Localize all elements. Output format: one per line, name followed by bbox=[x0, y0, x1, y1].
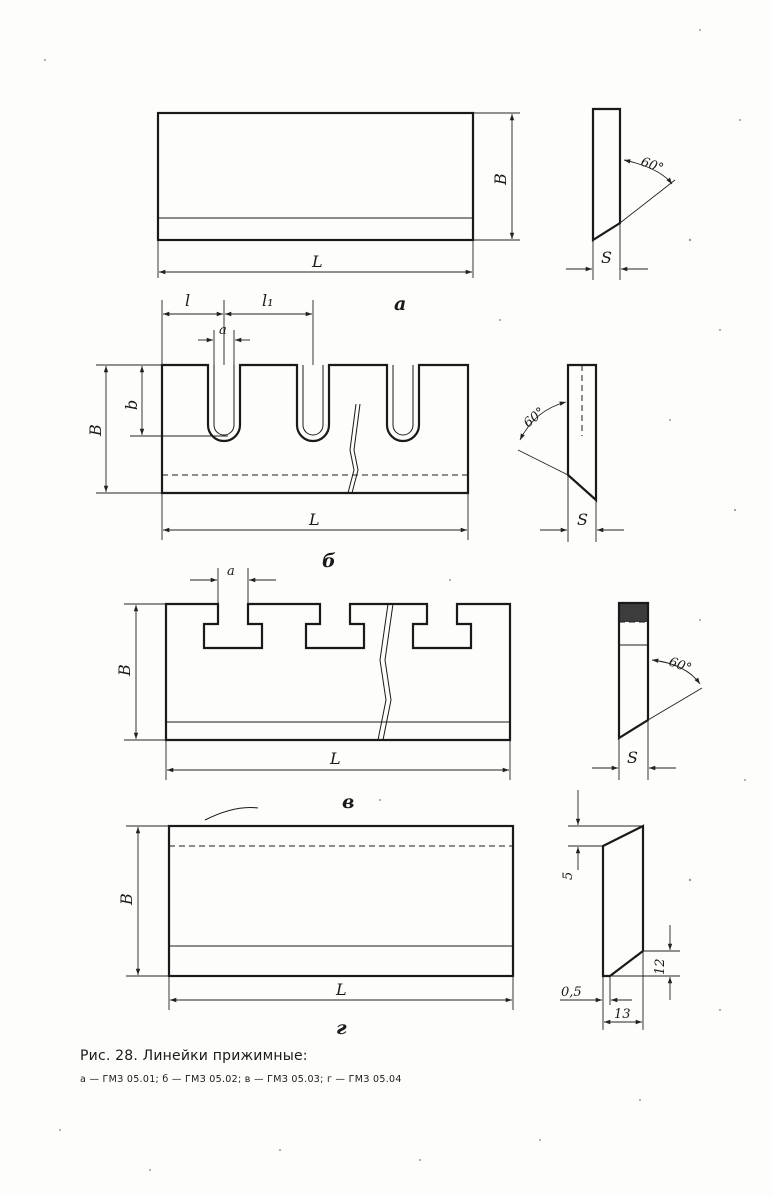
dim-L-label: L bbox=[308, 510, 320, 529]
view-g-dims: B L bbox=[117, 825, 514, 1010]
view-g-side: 5 12 0,5 13 bbox=[560, 790, 680, 1030]
figure-caption-title: Рис. 28. Линейки прижимные: bbox=[80, 1048, 308, 1064]
view-g-front bbox=[167, 807, 515, 978]
dim-B-label: B bbox=[117, 893, 136, 906]
dim-05-label: 0,5 bbox=[561, 985, 582, 1000]
angle-label: 60° bbox=[639, 155, 666, 177]
dim-a-label: a bbox=[219, 323, 227, 338]
view-v-front bbox=[164, 602, 512, 742]
dim-l-label: l bbox=[185, 291, 190, 310]
dim-B-label: B bbox=[86, 424, 105, 437]
dim-S-label: S bbox=[601, 248, 612, 267]
view-b-side: 60° S bbox=[517, 363, 624, 542]
dim-L-label: L bbox=[311, 252, 323, 271]
dim-L-label: L bbox=[329, 749, 341, 768]
dim-S-label: S bbox=[627, 748, 638, 767]
angle-label: 60° bbox=[521, 405, 548, 431]
dim-13-label: 13 bbox=[614, 1007, 631, 1022]
angle-label: 60° bbox=[667, 655, 694, 677]
dim-b-label: b bbox=[122, 400, 141, 410]
dim-l1-label: l₁ bbox=[262, 291, 274, 310]
view-a-side: S 60° bbox=[566, 107, 676, 280]
view-v-dims: a B L bbox=[115, 564, 511, 780]
view-b-dims: l l₁ a b B L bbox=[86, 291, 469, 540]
dim-12-label: 12 bbox=[653, 958, 668, 975]
dim-L-label: L bbox=[335, 980, 347, 999]
sublabel-g: г bbox=[336, 1017, 347, 1039]
dim-5-label: 5 bbox=[561, 872, 576, 880]
dim-B-label: B bbox=[115, 664, 134, 677]
view-a-front bbox=[156, 111, 475, 242]
dim-S-label: S bbox=[577, 510, 588, 529]
dim-a-label: a bbox=[227, 564, 235, 579]
view-a-dim-B: B bbox=[473, 112, 520, 241]
sublabel-a: а bbox=[394, 293, 406, 315]
view-v-side: 60° S bbox=[592, 601, 703, 780]
sublabel-v: в bbox=[342, 791, 354, 813]
break-line bbox=[347, 403, 357, 494]
figure-caption-legend: а — ГМЗ 05.01; б — ГМЗ 05.02; в — ГМЗ 05… bbox=[80, 1074, 402, 1085]
sublabel-b: б bbox=[322, 550, 336, 572]
scan-noise bbox=[44, 29, 746, 1171]
view-a-dim-L: L bbox=[157, 240, 474, 278]
view-b-front bbox=[160, 363, 470, 495]
dim-B-label: B bbox=[491, 173, 510, 186]
